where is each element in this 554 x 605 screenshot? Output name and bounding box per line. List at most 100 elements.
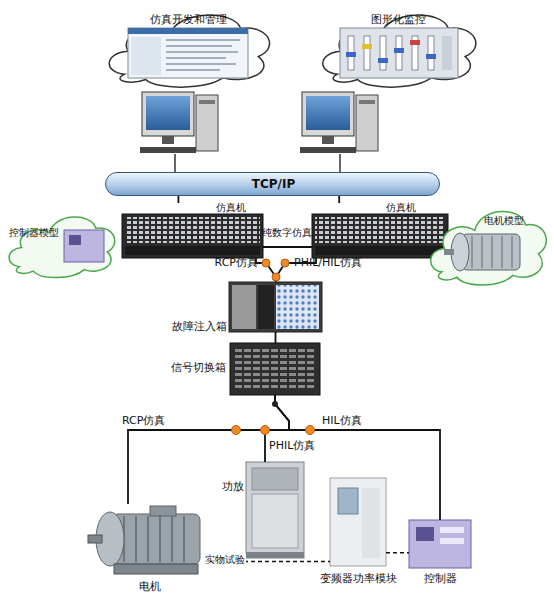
node-label: 控制器 xyxy=(405,572,475,586)
node-label: 故障注入箱 xyxy=(167,320,227,334)
pc-tower xyxy=(196,95,218,151)
simulator-ports xyxy=(315,217,445,243)
amplifier-cabinet xyxy=(246,462,304,558)
controller-connector xyxy=(440,527,464,533)
connector xyxy=(128,395,289,504)
controller-connector xyxy=(440,538,464,544)
connector xyxy=(275,395,440,520)
switch-box-rows xyxy=(234,347,316,391)
edge-label: PHIL/HIL仿真 xyxy=(294,256,384,270)
connector xyxy=(338,196,340,203)
edge-label: PHIL仿真 xyxy=(269,439,339,453)
edge-label: 纯数字仿真 xyxy=(257,226,317,239)
simulator-rack xyxy=(312,214,448,258)
switch-pivot xyxy=(272,401,278,407)
controller-board xyxy=(409,520,471,568)
connector xyxy=(386,552,409,554)
signal-switch-box: 信号切换箱 xyxy=(230,343,320,395)
slider-knob xyxy=(378,58,388,63)
panel-gauge xyxy=(442,36,452,70)
window-titlebar xyxy=(128,28,248,34)
node-label: TCP/IP xyxy=(106,177,441,192)
slider-knob xyxy=(362,44,372,49)
node-label: 变频器功率模块 xyxy=(298,572,418,586)
amplifier-panel xyxy=(252,468,298,490)
inverter-keypad xyxy=(338,488,358,514)
drive-bay xyxy=(359,100,375,104)
motor-terminal-box xyxy=(150,506,176,516)
window-content xyxy=(166,40,240,70)
motor-body xyxy=(112,514,200,564)
simulator-base xyxy=(315,246,445,255)
switch-contact xyxy=(232,426,241,435)
network-wire xyxy=(174,154,176,172)
controller-chip xyxy=(416,527,434,541)
network-bus: TCP/IP xyxy=(105,172,440,196)
inverter-module: 变频器功率模块 xyxy=(330,478,386,566)
edge-label: 实物试验 xyxy=(204,553,246,566)
fault-injection-box: 故障注入箱 xyxy=(229,282,322,332)
monitor-stand xyxy=(322,136,334,144)
slider-knob xyxy=(426,54,436,59)
controller-model-icon xyxy=(64,230,104,262)
fault-box-panel xyxy=(232,285,256,329)
monitor-screen xyxy=(146,96,190,130)
switch-contact xyxy=(262,259,270,267)
monitor xyxy=(142,92,194,136)
inverter-body xyxy=(330,478,386,566)
fault-box-jacks-bg xyxy=(276,285,319,329)
slider-knob xyxy=(394,48,404,53)
cloud-shape xyxy=(9,217,115,278)
motor-fins xyxy=(124,516,184,562)
amplifier-base xyxy=(246,552,304,558)
fault-box-body xyxy=(229,282,322,332)
edge-label: RCP仿真 xyxy=(186,256,258,270)
amplifier-door xyxy=(252,494,298,548)
monitor-stand xyxy=(162,136,174,144)
inverter-side xyxy=(362,488,380,558)
controller: 控制器 xyxy=(409,520,471,568)
simulator-ports xyxy=(125,217,260,243)
slider xyxy=(428,36,434,70)
keyboard xyxy=(140,147,196,153)
monitor-screen xyxy=(306,96,350,130)
window-sidebar xyxy=(131,37,161,75)
edge-label: HIL仿真 xyxy=(322,414,392,428)
motor-feet xyxy=(114,564,198,574)
motor-shaft xyxy=(88,535,102,543)
node-label: 控制器模型 xyxy=(9,226,69,239)
connector xyxy=(263,246,312,248)
monitor-panel xyxy=(340,28,458,78)
switch-contact xyxy=(261,426,270,435)
pc-tower xyxy=(356,95,378,151)
node-label: 功放 xyxy=(218,480,244,494)
node-label: 仿真机 xyxy=(386,201,432,214)
monitor xyxy=(302,92,354,136)
controller-model-chip xyxy=(69,235,81,245)
switch-pivot xyxy=(272,273,280,281)
node-label: 仿真机 xyxy=(216,201,262,214)
keyboard xyxy=(300,147,356,153)
connector xyxy=(275,332,277,343)
motor-model-body xyxy=(462,234,520,270)
node-label: 仿真开发和管理 xyxy=(100,13,276,27)
network-wire xyxy=(339,154,341,172)
motor-model-shaft xyxy=(444,249,454,255)
motor: 电机 xyxy=(84,504,216,576)
simulator: 仿真机 xyxy=(312,203,448,258)
switch-box-body xyxy=(230,343,320,395)
switch-contact xyxy=(306,426,315,435)
drive-bay xyxy=(199,100,215,104)
power-amplifier: 功放 xyxy=(246,462,304,558)
software-screenshot xyxy=(128,28,248,78)
simulator: 仿真机 xyxy=(122,203,263,258)
switch-contact xyxy=(281,259,289,267)
slider xyxy=(364,36,370,70)
edge-label: RCP仿真 xyxy=(122,414,192,428)
node-label: 电机模型 xyxy=(484,214,544,227)
